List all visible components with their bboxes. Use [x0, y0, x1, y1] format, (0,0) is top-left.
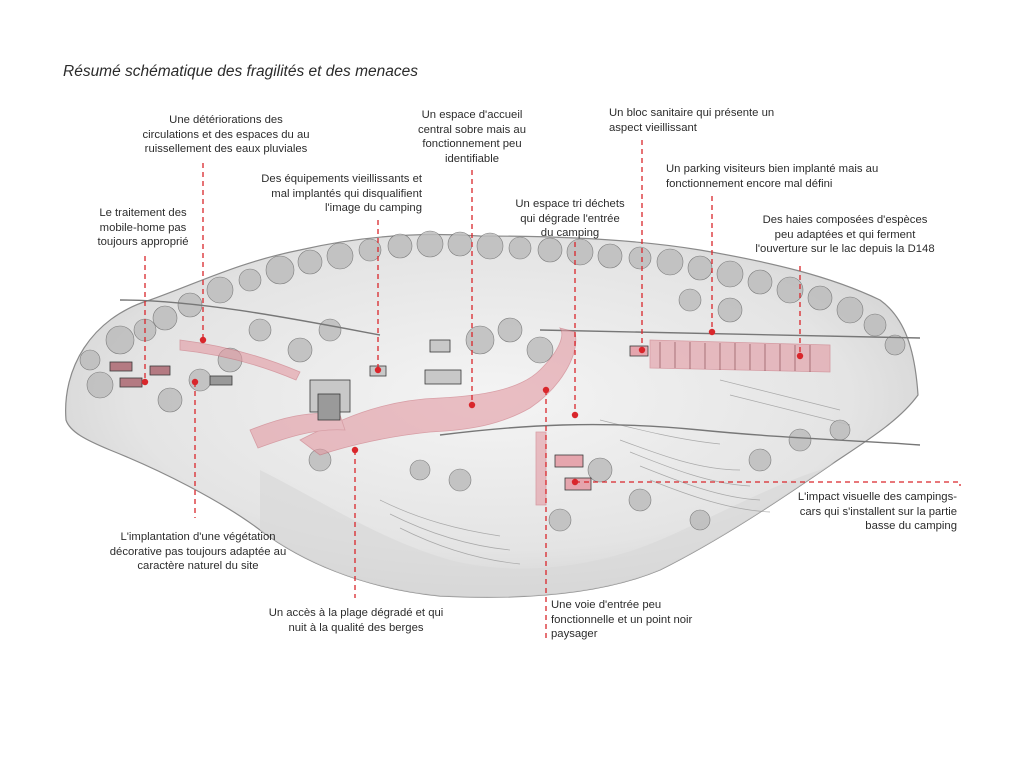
- annotation-vegetation: L'implantation d'une végétation décorati…: [109, 531, 287, 573]
- arrival-zone: [249, 413, 346, 449]
- hedge-strokes: [659, 342, 811, 372]
- leader-campings-cars: [575, 481, 961, 486]
- annotation-mobile-home: Le traitement des mobile-home pas toujou…: [97, 207, 189, 249]
- annotation-parking: Un parking visiteurs bien implanté mais …: [666, 163, 879, 190]
- leader-dots: [141, 328, 804, 486]
- annotation-bloc-sanitaire: Un bloc sanitaire qui présente un aspect…: [609, 107, 775, 134]
- tree-texture: [79, 230, 906, 532]
- annotation-accueil: Un espace d'accueil central sobre mais a…: [418, 109, 526, 165]
- annotation-haies: Des haies composées d'espèces peu adapté…: [755, 214, 935, 256]
- annotation-campings-cars: L'impact visuelle des campings- cars qui…: [797, 491, 957, 533]
- annotation-circulations: Une détériorations des circulations et d…: [142, 114, 310, 156]
- annotation-tri-dechets: Un espace tri déchets qui dégrade l'entr…: [515, 198, 625, 240]
- highlight-zones: [179, 327, 831, 506]
- circulation-zone: [179, 339, 301, 381]
- annotation-plage: Un accès à la plage dégradé et qui nuit …: [268, 607, 444, 634]
- hedge-zone: [649, 339, 831, 373]
- lower-banks: [260, 462, 835, 598]
- leader-lines: [144, 140, 961, 642]
- hillside-hatching: [379, 379, 851, 565]
- annotation-voie-entree: Une voie d'entrée peu fonctionnelle et u…: [551, 599, 693, 641]
- page-title: Résumé schématique des fragilités et des…: [63, 63, 418, 80]
- entry-road-zone: [535, 431, 547, 506]
- roads: [119, 299, 921, 446]
- annotation-equipements: Des équipements vieillissants et mal imp…: [261, 173, 422, 215]
